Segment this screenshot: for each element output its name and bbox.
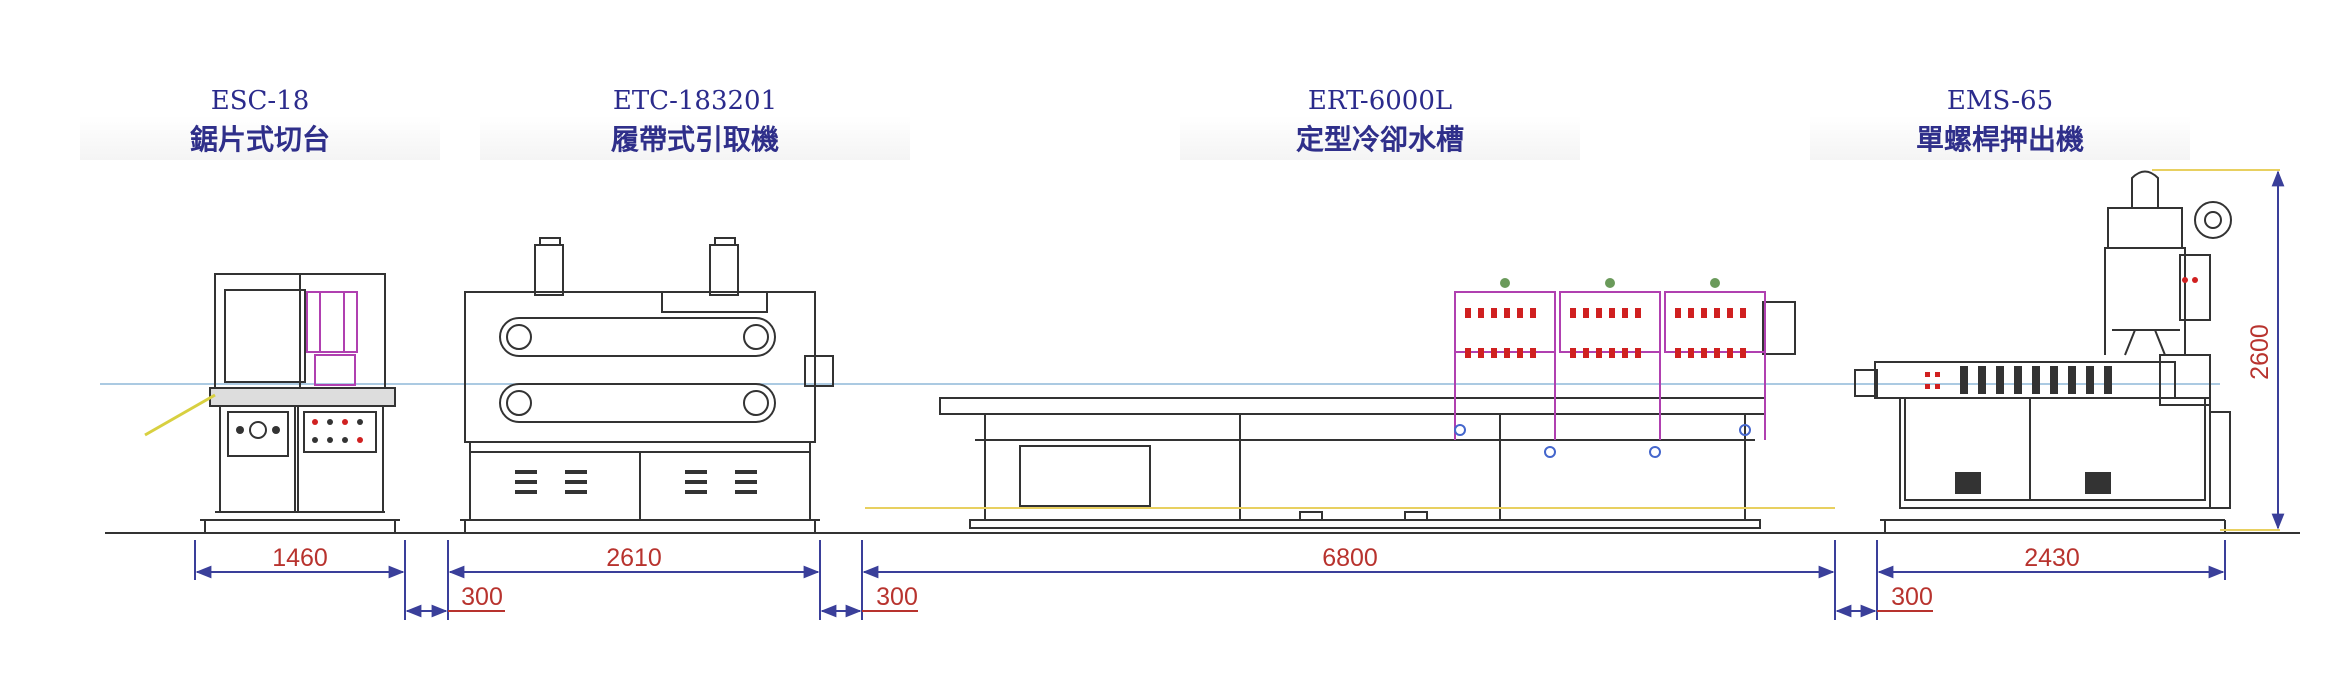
dim-cutter-length: 1460 [272,544,328,572]
cooling-tank [939,301,1796,529]
cutter-model: ESC-18 [210,86,310,116]
extruder-panel-lights [1925,277,2198,389]
dim-gap-2: 300 [876,583,918,611]
haul-off-model: ETC-183201 [612,86,778,116]
extruder-model: EMS-65 [1946,86,2054,116]
cutter-title-block: ESC-18 鋸片式切台 [80,86,440,160]
haul-off-vents [515,470,757,494]
dimension-lines [194,170,2285,620]
dim-extruder-length: 2430 [2024,544,2080,572]
extruder-machine [1854,170,2232,532]
dim-gap-1: 300 [461,583,503,611]
dim-gap-3: 300 [1891,583,1933,611]
dim-extruder-height: 2600 [2246,324,2274,380]
cutter-controls [144,393,363,443]
tank-legs [1454,424,1751,458]
dim-tank-length: 6800 [1322,544,1378,572]
spray-valves [1500,278,1720,288]
dim-haul-off-length: 2610 [606,544,662,572]
tank-name: 定型冷卻水槽 [1180,116,1580,160]
extruder-title-block: EMS-65 單螺桿押出機 [1810,86,2190,160]
spray-nozzles [1465,308,1746,358]
haul-off-machine [460,237,834,532]
tank-model: ERT-6000L [1307,86,1453,116]
haul-off-title-block: ETC-183201 履帶式引取機 [480,86,910,160]
cutter-machine [200,273,400,532]
extruder-heater-bands [1955,366,2112,494]
extruder-name: 單螺桿押出機 [1810,116,2190,160]
haul-off-name: 履帶式引取機 [480,116,910,160]
tank-title-block: ERT-6000L 定型冷卻水槽 [1180,86,1580,160]
cutter-name: 鋸片式切台 [80,116,440,160]
